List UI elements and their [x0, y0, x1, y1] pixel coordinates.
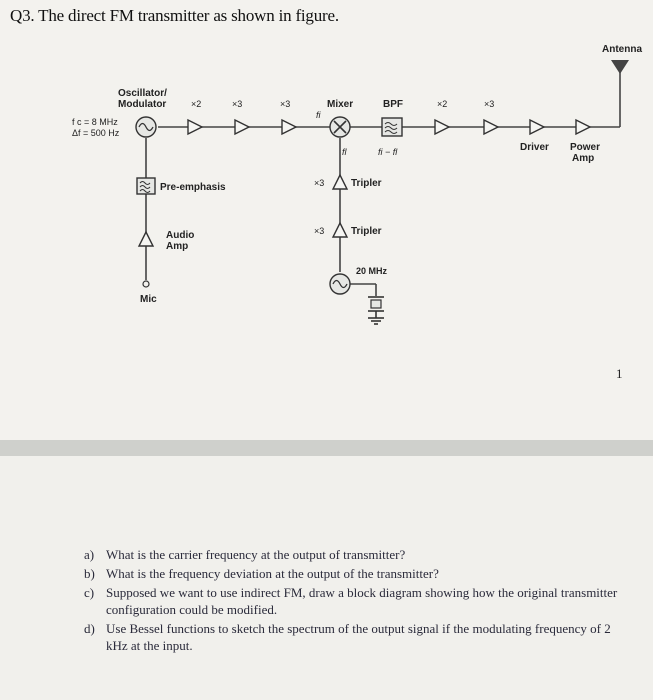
multiplier-4-label: ×2 [437, 99, 447, 109]
tripler-1-label: Tripler [351, 178, 382, 189]
power-amp-triangle [575, 118, 592, 136]
tripler-1-mult-label: ×3 [314, 178, 324, 188]
question-a-text: What is the carrier frequency at the out… [106, 547, 406, 562]
question-list: a) What is the carrier frequency at the … [84, 546, 624, 656]
antenna-icon [611, 60, 629, 74]
tripler-2-triangle [331, 221, 349, 238]
question-d-label: d) [84, 621, 95, 636]
multiplier-3-label: ×3 [280, 99, 290, 109]
fi-label: fi [316, 110, 322, 120]
question-d: d) Use Bessel functions to sketch the sp… [84, 620, 624, 654]
pre-emphasis-label: Pre-emphasis [160, 182, 226, 193]
question-a: a) What is the carrier frequency at the … [84, 546, 624, 563]
carrier-freq-label: f c = 8 MHz [72, 117, 118, 127]
bpf-label: BPF [383, 99, 403, 110]
question-b: b) What is the frequency deviation at th… [84, 565, 624, 582]
question-a-label: a) [84, 547, 95, 562]
multiplier-4-triangle [434, 118, 451, 136]
mic-label: Mic [140, 294, 157, 305]
mixer-label: Mixer [327, 99, 353, 110]
multiplier-2-triangle [234, 118, 251, 136]
antenna-label: Antenna [602, 44, 642, 55]
questions-area: a) What is the carrier frequency at the … [0, 456, 653, 700]
microphone-icon [142, 280, 150, 288]
multiplier-5-label: ×3 [484, 99, 494, 109]
question-title: Q3. The direct FM transmitter as shown i… [10, 6, 339, 25]
tripler-1-triangle [331, 173, 349, 190]
tripler-2-mult-label: ×3 [314, 226, 324, 236]
question-b-label: b) [84, 566, 95, 581]
fl-label: fl [342, 147, 348, 157]
audio-amp-label-1: Audio [166, 230, 194, 241]
problem-figure-area [0, 0, 653, 440]
fm-transmitter-block-diagram: Antenna Oscillator/ Modulator f c = 8 MH… [72, 44, 642, 325]
divider-band [0, 440, 653, 456]
tripler-2-label: Tripler [351, 226, 382, 237]
multiplier-1-triangle [187, 118, 204, 136]
difference-freq-label: fi − fl [378, 147, 398, 157]
question-c-label: c) [84, 585, 95, 600]
oscillator-label: Oscillator/ [118, 88, 167, 99]
audio-amp-label-2: Amp [166, 241, 188, 252]
multiplier-2-label: ×3 [232, 99, 242, 109]
multiplier-5-triangle [483, 118, 500, 136]
driver-triangle [529, 118, 546, 136]
power-amp-label-1: Power [570, 142, 600, 153]
question-d-text: Use Bessel functions to sketch the spect… [106, 621, 611, 653]
power-amp-label-2: Amp [572, 153, 594, 164]
multiplier-1-label: ×2 [191, 99, 201, 109]
crystal-ground-icon [368, 296, 384, 325]
modulator-label: Modulator [118, 99, 166, 110]
question-c: c) Supposed we want to use indirect FM, … [84, 584, 624, 618]
crystal-freq-label: 20 MHz [356, 266, 388, 276]
question-c-text: Supposed we want to use indirect FM, dra… [106, 585, 618, 617]
multiplier-3-triangle [281, 118, 298, 136]
page-number: 1 [616, 366, 623, 381]
question-b-text: What is the frequency deviation at the o… [106, 566, 439, 581]
driver-label: Driver [520, 142, 549, 153]
audio-amp-triangle [137, 230, 155, 247]
deviation-label: Δf = 500 Hz [72, 128, 120, 138]
